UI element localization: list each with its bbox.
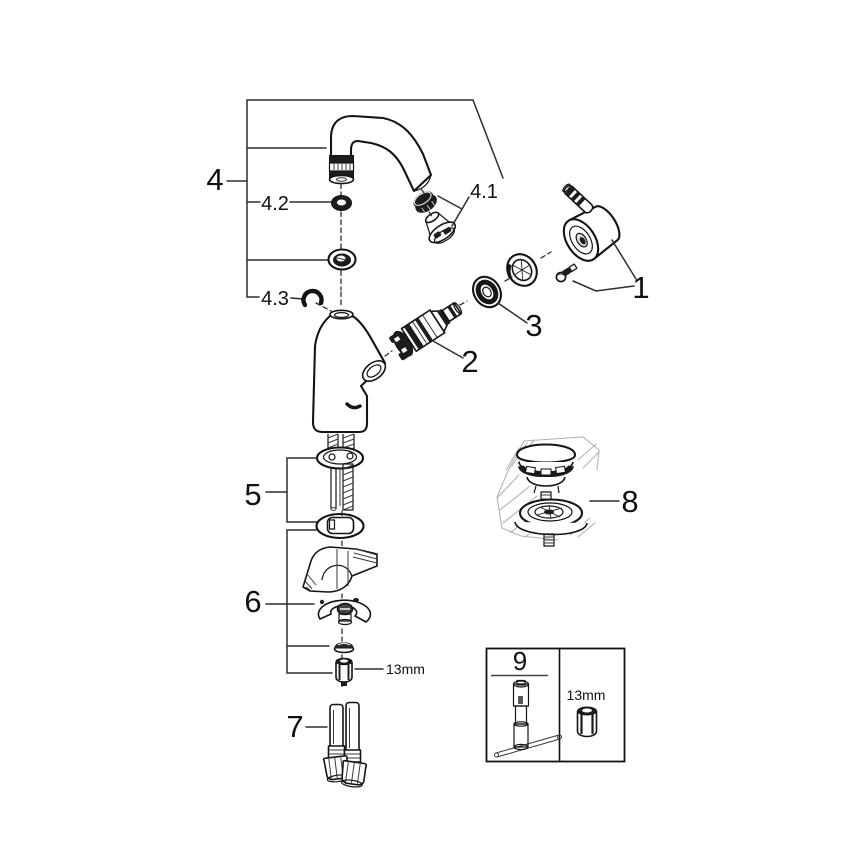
- callout-bracket-1: [572, 239, 637, 292]
- retaining-clip: [301, 288, 324, 308]
- mounting-studs: [327, 433, 355, 453]
- callout-bracket-5: [265, 457, 318, 523]
- supply-hoses: [322, 701, 368, 788]
- callout-line-2: [432, 340, 464, 359]
- aerator-housing: [424, 211, 457, 244]
- callout-bracket-6: [265, 529, 333, 674]
- callout-label-3: 3: [525, 308, 542, 343]
- cap-ring: [471, 275, 503, 309]
- dome-washer: [333, 642, 355, 654]
- base-gasket: [315, 512, 365, 540]
- o-ring: [331, 195, 352, 211]
- horseshoe-clamp: [317, 598, 372, 626]
- mousseur-ring: [413, 191, 437, 213]
- tool-nut-size-label: 13mm: [567, 687, 606, 703]
- tool-box: [485, 647, 626, 763]
- callout-bracket-4-1: [420, 188, 470, 227]
- callout-label-1: 1: [632, 270, 649, 305]
- cartridge-axis-dash: [384, 350, 393, 357]
- callout-label-4: 4: [206, 162, 223, 197]
- mounting-nut: [335, 657, 353, 686]
- spout: [328, 114, 433, 193]
- spout-centerline: [315, 183, 342, 312]
- callout-label-9: 9: [513, 646, 527, 676]
- hex-socket-insert: [576, 706, 598, 738]
- mounting-flange: [315, 446, 365, 470]
- nut-size-label: 13mm: [386, 661, 425, 677]
- callout-label-4-2: 4.2: [261, 193, 289, 215]
- callout-bracket-4: [226, 99, 504, 300]
- slip-nut-ring: [327, 248, 357, 271]
- callout-label-6: 6: [244, 584, 261, 619]
- callout-label-8: 8: [621, 484, 638, 519]
- callout-label-4-3: 4.3: [261, 288, 289, 310]
- handle: [562, 183, 621, 262]
- threaded-rods: [330, 463, 354, 511]
- callout-label-4-1: 4.1: [470, 181, 498, 203]
- pop-up-drain: [514, 443, 588, 547]
- handle-axis-dashes: [459, 251, 552, 306]
- wedge-spacer: [302, 546, 378, 593]
- handle-screw: [555, 263, 578, 283]
- callout-label-5: 5: [244, 477, 261, 512]
- callout-label-2: 2: [461, 344, 478, 379]
- cartridge: [389, 302, 463, 361]
- faucet-body: [311, 309, 387, 434]
- socket-tool: [494, 679, 562, 758]
- escutcheon-ring: [506, 253, 538, 287]
- callout-label-7: 7: [286, 709, 303, 744]
- callout-line-3: [497, 302, 528, 324]
